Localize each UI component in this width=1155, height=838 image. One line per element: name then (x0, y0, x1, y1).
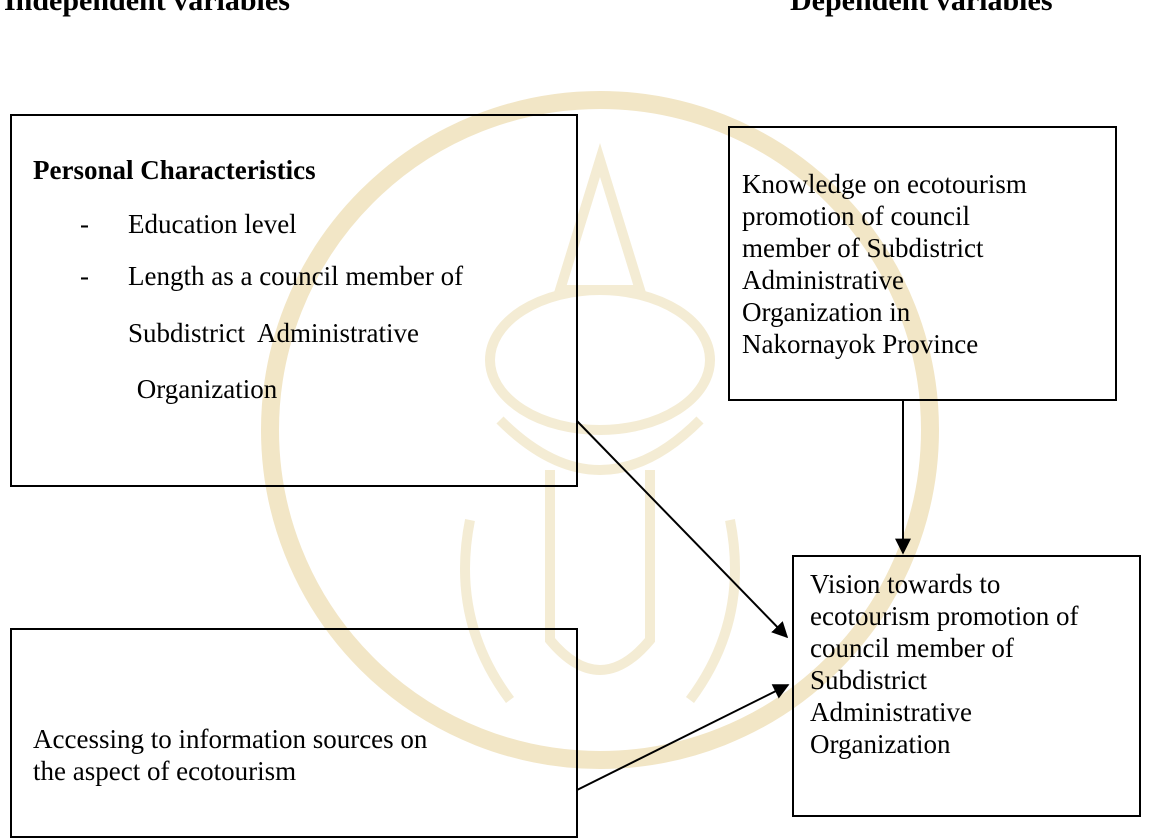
arrow-personal-to-vision (576, 420, 789, 639)
knowledge-line-4: Administrative (742, 265, 904, 295)
knowledge-line-5: Organization in (742, 297, 911, 327)
personal-characteristics-box (10, 114, 578, 487)
vision-box (792, 555, 1141, 817)
university-seal-watermark (261, 91, 939, 769)
information-sources-line-1: Accessing to information sources on (33, 724, 428, 754)
vision-line-2: ecotourism promotion of (810, 601, 1079, 631)
vision-line-5: Administrative (810, 697, 972, 727)
vision-line-6: Organization (810, 729, 951, 759)
length-council-member-line-3: Organization (130, 374, 278, 404)
length-council-member-line-2: Subdistrict Administrative (128, 318, 419, 348)
bullet-dash: - (80, 261, 89, 291)
vision-line-3: council member of (810, 633, 1014, 663)
vision-line-4: Subdistrict (810, 665, 928, 695)
knowledge-line-2: promotion of council (742, 201, 970, 231)
vision-line-1: Vision towards to (810, 569, 1001, 599)
bullet-dash: - (80, 209, 89, 239)
knowledge-line-3: member of Subdistrict (742, 233, 984, 263)
dependent-variables-heading: Dependent variables (790, 0, 1053, 17)
personal-characteristics-title: Personal Characteristics (33, 155, 316, 185)
information-sources-line-2: the aspect of ecotourism (33, 756, 297, 786)
knowledge-line-6: Nakornayok Province (742, 329, 979, 359)
knowledge-line-1: Knowledge on ecotourism (742, 169, 1027, 199)
independent-variables-heading: Independent variables (4, 0, 290, 17)
length-council-member-line-1: Length as a council member of (128, 261, 464, 291)
arrow-info-to-vision (576, 684, 790, 791)
education-level-item: Education level (128, 209, 297, 239)
knowledge-box (728, 126, 1117, 401)
